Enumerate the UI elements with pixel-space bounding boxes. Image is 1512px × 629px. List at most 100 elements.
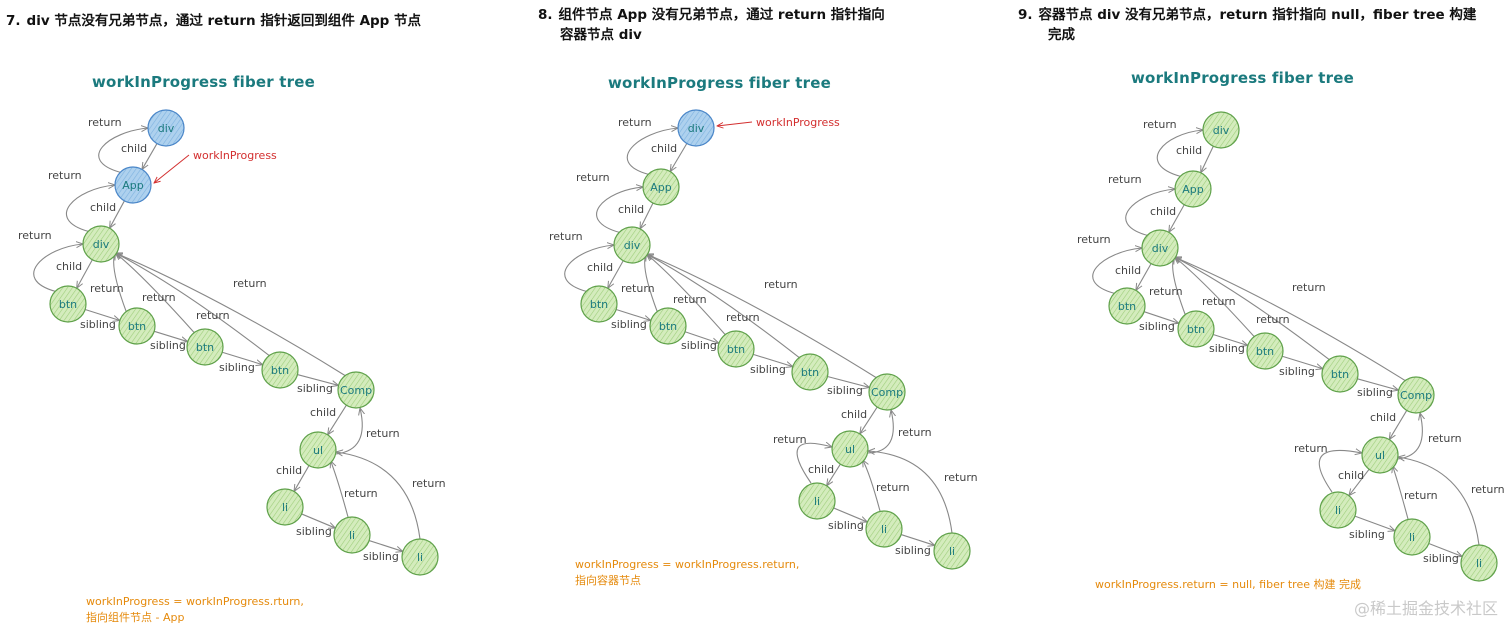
- fiber-node-btn4: btn: [1321, 355, 1359, 393]
- return-label: return: [1202, 295, 1236, 308]
- return-label: return: [1256, 313, 1290, 326]
- child-edge: [294, 465, 310, 492]
- return-label: return: [673, 293, 707, 306]
- fiber-node-label: btn: [801, 366, 819, 379]
- note-line1: workInProgress = workInProgress.return,: [575, 558, 800, 571]
- child-label: child: [310, 406, 336, 419]
- sibling-edge: [297, 374, 338, 386]
- return-label: return: [18, 229, 52, 242]
- fiber-node-btn3: btn: [717, 330, 755, 368]
- sibling-label: sibling: [297, 382, 333, 395]
- sibling-label: sibling: [1357, 386, 1393, 399]
- fiber-node-div1: div: [1141, 229, 1179, 267]
- sibling-edge: [827, 375, 869, 388]
- step-heading: 8.组件节点 App 没有兄弟节点，通过 return 指针指向 容器节点 di…: [538, 5, 885, 45]
- return-label: return: [773, 433, 807, 446]
- return-label: return: [1404, 489, 1438, 502]
- fiber-node-app: App: [642, 168, 680, 206]
- fiber-node-comp: Comp: [868, 373, 906, 411]
- return-label: return: [1077, 233, 1111, 246]
- fiber-node-label: li: [1335, 504, 1341, 517]
- step-heading: 7.div 节点没有兄弟节点，通过 return 指针返回到组件 App 节点: [6, 11, 421, 31]
- fiber-node-label: ul: [1375, 449, 1385, 462]
- child-edge: [860, 406, 878, 434]
- child-label: child: [276, 464, 302, 477]
- fiber-node-btn4: btn: [261, 351, 299, 389]
- return-label: return: [726, 311, 760, 324]
- step-number: 7.: [6, 13, 21, 29]
- work-in-progress-pointer-label: workInProgress: [756, 116, 840, 129]
- fiber-node-label: App: [650, 181, 672, 194]
- child-label: child: [56, 260, 82, 273]
- fiber-node-li3: li: [1460, 544, 1498, 582]
- fiber-node-btn1: btn: [49, 285, 87, 323]
- sibling-edge: [833, 507, 868, 522]
- fiber-node-label: li: [949, 545, 955, 558]
- sibling-edge: [615, 308, 651, 320]
- sibling-label: sibling: [1423, 552, 1459, 565]
- fiber-node-btn2: btn: [1177, 310, 1215, 348]
- fiber-node-label: div: [688, 122, 705, 135]
- return-edge: [564, 245, 614, 292]
- fiber-node-label: btn: [1331, 368, 1349, 381]
- return-edge: [331, 461, 349, 518]
- child-edge: [827, 463, 841, 486]
- sibling-edge: [1357, 378, 1398, 390]
- fiber-node-comp: Comp: [1397, 376, 1435, 414]
- sibling-label: sibling: [150, 339, 186, 352]
- fiber-node-ul: ul: [299, 431, 337, 469]
- return-edge: [65, 185, 115, 232]
- fiber-node-label: li: [814, 495, 820, 508]
- fiber-node-ul: ul: [1361, 436, 1399, 474]
- fiber-node-li2: li: [1393, 518, 1431, 556]
- watermark: @稀土掘金技术社区: [1353, 599, 1498, 618]
- fiber-tree-graph: childchildchildchildchildsiblingsiblings…: [1077, 111, 1505, 582]
- child-label: child: [618, 203, 644, 216]
- sibling-edge: [222, 351, 263, 364]
- child-edge: [1389, 410, 1408, 439]
- child-label: child: [1176, 144, 1202, 157]
- note-line1: workInProgress.return = null, fiber tree…: [1095, 578, 1361, 591]
- sibling-edge: [684, 331, 719, 343]
- fiber-node-btn4: btn: [791, 353, 829, 391]
- step-number: 9.: [1018, 7, 1033, 23]
- step-text-line1: 组件节点 App 没有兄弟节点，通过 return 指针指向: [558, 7, 885, 23]
- sibling-label: sibling: [828, 519, 864, 532]
- sibling-edge: [301, 513, 336, 528]
- fiber-node-label: btn: [1187, 323, 1205, 336]
- return-label: return: [549, 230, 583, 243]
- fiber-node-btn2: btn: [649, 307, 687, 345]
- tree-title: workInProgress fiber tree: [92, 73, 315, 91]
- fiber-node-li3: li: [401, 538, 439, 576]
- sibling-label: sibling: [1139, 320, 1175, 333]
- fiber-node-label: div: [1213, 124, 1230, 137]
- fiber-node-btn3: btn: [1246, 332, 1284, 370]
- child-label: child: [1338, 469, 1364, 482]
- return-edge: [1156, 130, 1203, 177]
- return-edge: [1398, 457, 1480, 546]
- note-line2: 指向容器节点: [575, 574, 641, 587]
- fiber-node-btn1: btn: [1108, 287, 1146, 325]
- step-heading: 9.容器节点 div 没有兄弟节点，return 指针指向 null，fiber…: [1018, 5, 1476, 45]
- sibling-edge: [154, 330, 188, 341]
- fiber-node-div0: div: [677, 109, 715, 147]
- fiber-node-label: btn: [659, 320, 677, 333]
- return-edge: [796, 443, 832, 484]
- fiber-tree-graph: childchildchildchildchildsiblingsiblings…: [18, 109, 446, 576]
- return-edge: [1174, 257, 1330, 361]
- fiber-node-li1: li: [1319, 491, 1357, 529]
- fiber-node-label: btn: [59, 298, 77, 311]
- child-label: child: [121, 142, 147, 155]
- fiber-node-label: li: [349, 529, 355, 542]
- return-label: return: [1471, 483, 1505, 496]
- fiber-node-li3: li: [933, 532, 971, 570]
- return-label: return: [898, 426, 932, 439]
- fiber-node-label: div: [1152, 242, 1169, 255]
- child-label: child: [651, 142, 677, 155]
- fiber-node-label: li: [881, 523, 887, 536]
- step-note: workInProgress = workInProgress.return, …: [575, 557, 799, 589]
- sibling-edge: [1428, 542, 1462, 557]
- return-edge: [1125, 189, 1175, 236]
- return-edge: [1393, 466, 1409, 520]
- sibling-edge: [900, 534, 935, 546]
